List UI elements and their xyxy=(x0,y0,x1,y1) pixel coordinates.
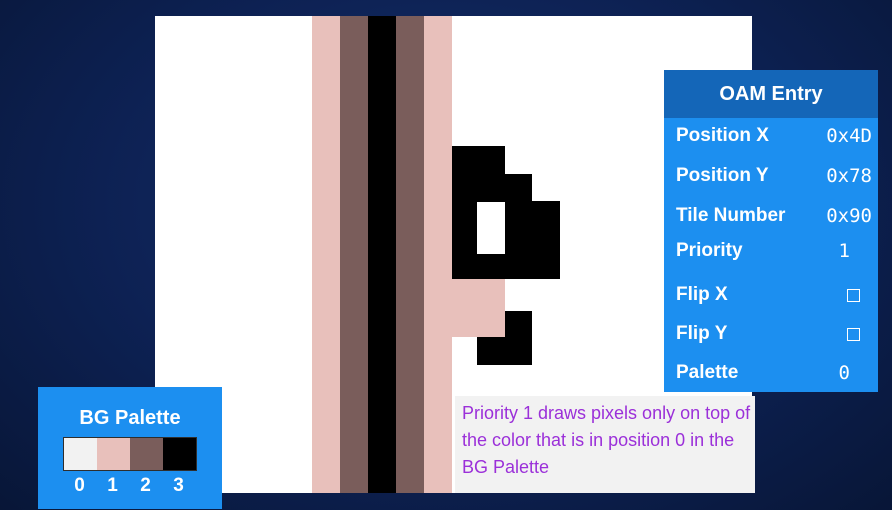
pole-stripe-dark-left xyxy=(340,16,368,493)
oam-row-position-y: Position Y 0x78 xyxy=(676,158,872,194)
pole-stripe-light-right xyxy=(424,16,452,493)
palette-index: 0 xyxy=(74,475,85,496)
flip-y-checkbox[interactable] xyxy=(847,327,860,341)
oam-label: Palette xyxy=(676,362,739,383)
palette-swatch-0 xyxy=(64,438,97,470)
palette-swatch-3 xyxy=(163,438,196,470)
oam-row-flip-x: Flip X xyxy=(676,277,872,313)
flip-x-checkbox[interactable] xyxy=(847,288,860,302)
oam-row-position-x: Position X 0x4D xyxy=(676,118,872,154)
oam-value: 1 xyxy=(838,240,850,262)
palette-swatches xyxy=(63,437,197,471)
pole-stripe-dark-right xyxy=(396,16,424,493)
oam-label: Flip Y xyxy=(676,323,728,344)
palette-swatch-1 xyxy=(97,438,130,470)
oam-value: 0x90 xyxy=(826,205,872,227)
oam-entry-title: OAM Entry xyxy=(664,70,878,118)
oam-row-tile-number: Tile Number 0x90 xyxy=(676,198,872,234)
sprite-pixel xyxy=(477,337,505,365)
pole-stripe-light-left xyxy=(312,16,340,493)
oam-row-flip-y: Flip Y xyxy=(676,316,872,352)
caption-text: Priority 1 draws pixels only on top of t… xyxy=(462,403,751,477)
oam-value: 0x78 xyxy=(826,165,872,187)
oam-label: Position Y xyxy=(676,165,769,186)
oam-label: Flip X xyxy=(676,284,728,305)
game-screen xyxy=(155,16,752,493)
oam-row-palette: Palette 0 xyxy=(676,355,872,391)
caption-box: Priority 1 draws pixels only on top of t… xyxy=(455,396,755,493)
sprite-pixel xyxy=(505,311,532,365)
oam-label: Position X xyxy=(676,125,769,146)
oam-value: 0 xyxy=(838,362,850,384)
bg-palette-panel: BG Palette 0 1 2 3 xyxy=(38,387,222,509)
oam-row-priority: Priority 1 xyxy=(676,233,872,269)
sprite-eye xyxy=(477,202,505,254)
palette-index: 3 xyxy=(173,475,184,496)
palette-index: 1 xyxy=(107,475,118,496)
palette-index: 2 xyxy=(140,475,151,496)
sprite-pixel xyxy=(505,174,532,279)
oam-value: 0x4D xyxy=(826,125,872,147)
oam-label: Priority xyxy=(676,240,743,261)
palette-swatch-2 xyxy=(130,438,163,470)
bg-palette-title: BG Palette xyxy=(79,407,181,429)
pole-stripe-black xyxy=(368,16,396,493)
oam-entry-panel: OAM Entry Position X 0x4D Position Y 0x7… xyxy=(664,70,878,392)
sprite-pixel xyxy=(532,201,560,279)
oam-label: Tile Number xyxy=(676,205,786,226)
palette-indices: 0 1 2 3 xyxy=(63,475,195,497)
sprite-pixel xyxy=(452,279,505,337)
